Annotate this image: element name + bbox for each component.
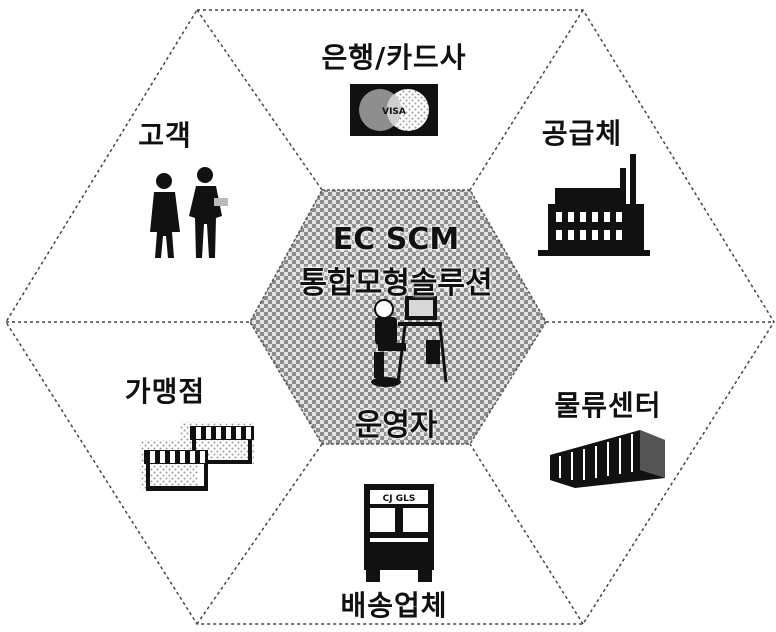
- logistics-center-label: 물류센터: [554, 389, 662, 422]
- center-title-line2: 통합모형솔루션: [299, 266, 493, 301]
- delivery-company-label: 배송업체: [340, 589, 448, 622]
- center-title-line1: EC SCM: [332, 222, 460, 257]
- customer-label: 고객: [138, 119, 192, 152]
- operator-computer-icon: [371, 296, 448, 387]
- delivery-truck-icon: CJ GLS: [364, 484, 434, 582]
- storefront-icon: [140, 422, 254, 491]
- segment-dividers: [6, 9, 774, 625]
- customers-icon: [150, 167, 228, 258]
- supplier-label: 공급체: [541, 117, 623, 150]
- svg-text:CJ GLS: CJ GLS: [383, 494, 416, 504]
- franchise-label: 가맹점: [124, 375, 206, 408]
- credit-card-icon: VISA: [350, 84, 438, 136]
- factory-icon: [538, 154, 650, 256]
- svg-text:VISA: VISA: [382, 107, 406, 117]
- warehouse-icon: [550, 430, 665, 488]
- bank-card-label: 은행/카드사: [321, 41, 467, 74]
- operator-label: 운영자: [354, 408, 438, 443]
- center-hexagon: [249, 189, 547, 445]
